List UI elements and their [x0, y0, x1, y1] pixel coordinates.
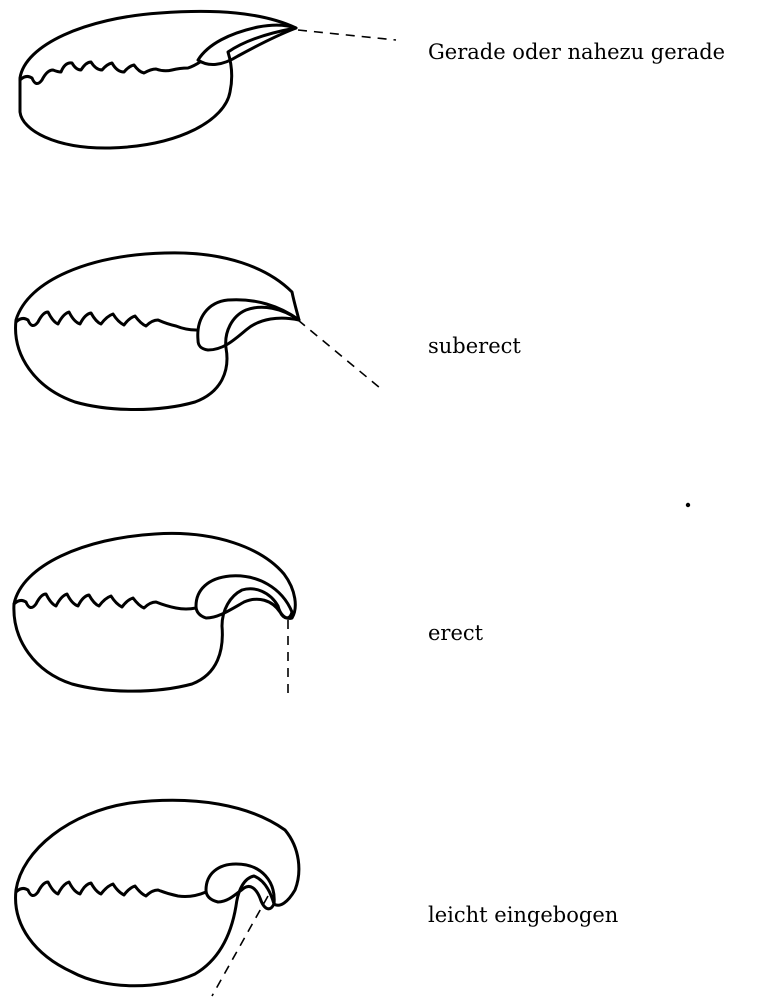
label-straight: Gerade oder nahezu gerade [428, 40, 726, 64]
claw-incurved [14, 798, 301, 997]
claw-suberect-body [14, 251, 301, 411]
claw-straight-dactyl [196, 23, 298, 66]
claw-incurved-dactyl-axis [211, 895, 269, 997]
label-incurved: leicht eingebogen [428, 903, 619, 927]
stray-dot [685, 502, 691, 508]
claw-suberect-teeth [14, 310, 198, 332]
claw-incurved-teeth [14, 880, 208, 898]
claw-suberect-dactyl [196, 298, 301, 352]
claw-straight-dactyl-axis [297, 29, 397, 41]
label-suberect: suberect [428, 334, 521, 358]
claw-erect-body [12, 531, 297, 693]
claw-suberect-dactyl-axis [297, 319, 381, 389]
claw-suberect [14, 251, 381, 411]
claw-erect [12, 531, 297, 700]
claw-incurved-dactyl [204, 862, 276, 911]
claw-straight-body [18, 9, 298, 150]
claw-erect-dactyl [194, 574, 294, 620]
claw-erect-teeth [12, 592, 198, 611]
claw-incurved-body [14, 798, 301, 988]
label-erect: erect [428, 621, 484, 645]
claw-straight [18, 9, 397, 150]
claw-straight-teeth [18, 60, 202, 85]
